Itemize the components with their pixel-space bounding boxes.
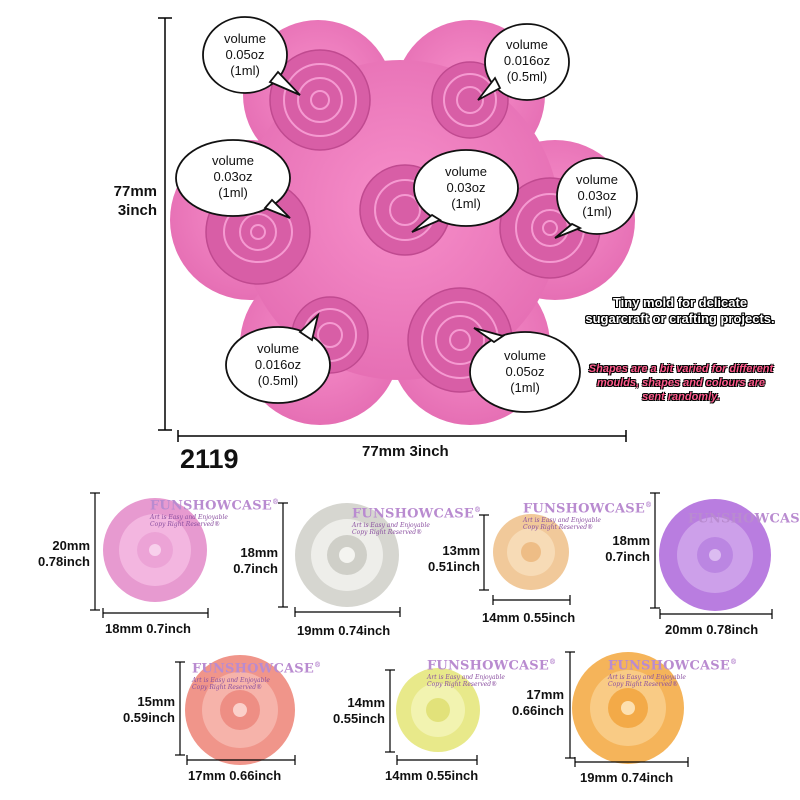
brand-watermark-7: FUNSHOWCASE® [608,657,738,674]
mold-width-label: 77mm 3inch [362,443,449,460]
sample-3-width: 14mm 0.55inch [482,610,576,625]
brand-watermark-6: FUNSHOWCASE® [427,657,557,674]
volume-bubble-3 [175,139,291,219]
sample-7-flower [572,652,684,764]
brand-watermark-1: FUNSHOWCASE® [150,497,280,514]
sample-1-width: 18mm 0.7inch [105,621,191,636]
sample-6-flower [396,668,480,752]
sample-2-flower [295,503,399,607]
product-code: 2119 [180,444,239,474]
volume-bubble-7 [469,327,581,413]
volume-bubble-1 [202,16,301,96]
sample-1-flower [103,498,207,602]
sample-4-flower [659,499,771,611]
product-note: Tiny mold for delicate sugarcraft or cra… [585,295,775,326]
brand-watermark-3: FUNSHOWCASE® [523,500,653,517]
sample-5-width: 17mm 0.66inch [188,768,282,783]
volume-bubble-2 [477,23,570,101]
volume-bubble-6 [225,312,331,404]
sample-3-flower [493,514,569,590]
sample-flowers [103,498,771,765]
mold-dimension-lines [158,17,627,442]
sample-7-width: 19mm 0.74inch [580,770,674,785]
sample-dimension-lines [90,492,773,767]
volume-bubble-4 [411,149,519,233]
brand-watermark-5: FUNSHOWCASE® [192,660,322,677]
sample-6-width: 14mm 0.55inch [385,768,479,783]
product-disclaimer: Shapes are a bit varied for different mo… [588,363,774,403]
brand-watermark-2: FUNSHOWCASE® [352,505,482,522]
volume-bubble-5 [554,157,638,239]
sample-4-width: 20mm 0.78inch [665,622,759,637]
sample-2-width: 19mm 0.74inch [297,623,391,638]
brand-watermark-4: FUNSHOWCASE® [688,511,800,527]
sample-5-flower [185,655,295,765]
